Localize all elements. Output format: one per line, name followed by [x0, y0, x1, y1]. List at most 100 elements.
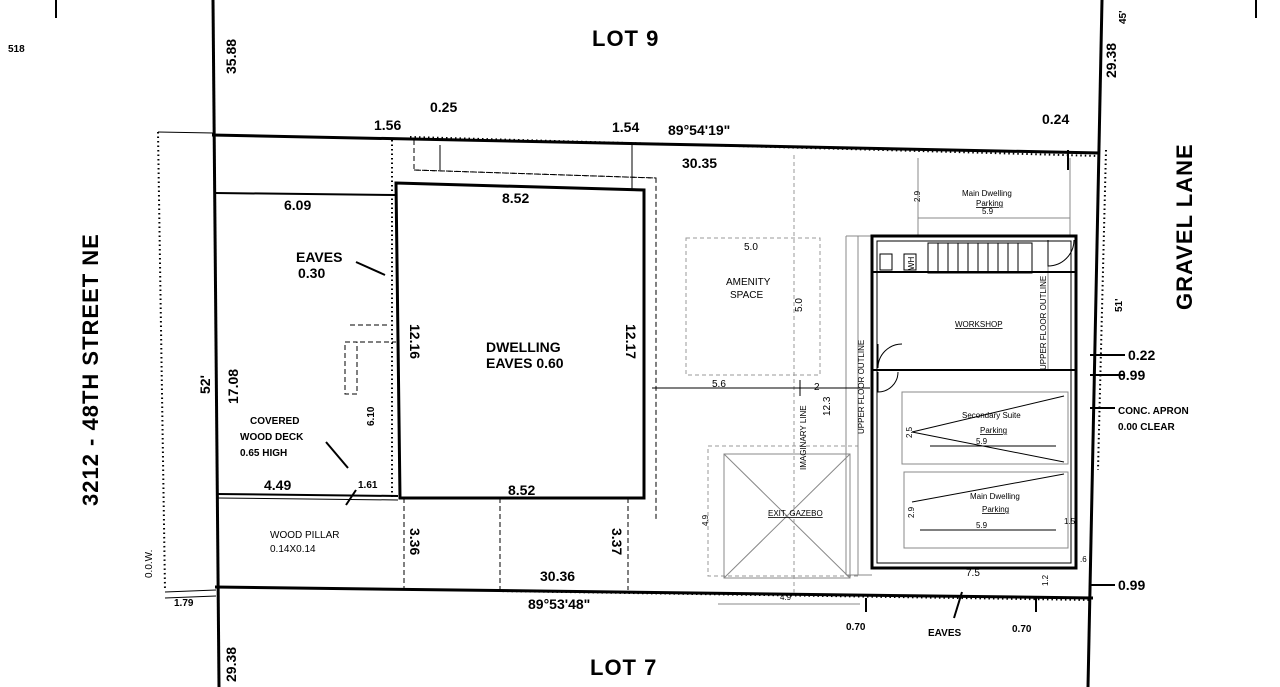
- dim-0-70-b: 0.70: [1012, 624, 1032, 635]
- row-label: 0.0.W.: [144, 550, 155, 578]
- num-518-label: 518: [8, 44, 25, 55]
- conc-apron-label: CONC. APRON: [1118, 406, 1189, 417]
- deck-label-1: COVERED: [250, 416, 299, 427]
- dwelling: [344, 140, 657, 590]
- dim-1-79: 1.79: [174, 598, 194, 609]
- dim-1-2: 1.2: [1041, 574, 1050, 586]
- dim-5-0-h: 5.0: [744, 242, 758, 253]
- garage-outer: [870, 234, 1078, 570]
- door-swing-low: [877, 371, 899, 393]
- dim-29-38-top: 29.38: [1103, 43, 1119, 78]
- dim-12-16: 12.16: [407, 324, 423, 359]
- amenity-space: [685, 237, 821, 376]
- bearing-bot: 89°53'48": [528, 596, 590, 612]
- bottom-property-line: [214, 585, 1094, 600]
- yard-lines: [214, 140, 399, 501]
- imaginary-line-label: IMAGINARY LINE: [799, 405, 808, 470]
- door-swing-mid: [877, 343, 903, 369]
- dwelling-label: DWELLING: [486, 339, 561, 355]
- eaves-label: EAVES: [296, 249, 342, 265]
- suite-parking-label: Secondary Suite: [962, 411, 1021, 420]
- left-dotted-edge: [157, 131, 166, 591]
- right-dotted-edge: [1097, 149, 1107, 471]
- property-lines: [157, 0, 1107, 687]
- dwelling-eaves-label: EAVES 0.60: [486, 355, 564, 371]
- deck-label-2: WOOD DECK: [240, 432, 304, 443]
- dim-2-9-top: 2.9: [913, 190, 922, 202]
- dim-30-35: 30.35: [682, 155, 717, 171]
- dim-7-5: 7.5: [966, 568, 980, 579]
- lot-9-label: LOT 9: [592, 26, 659, 51]
- dim-2-5: 2.5: [905, 426, 914, 438]
- dim-3-36: 3.36: [407, 528, 423, 555]
- gazebo-label: EXIT. GAZEBO: [768, 509, 823, 518]
- dim-5-0-v: 5.0: [794, 298, 805, 312]
- door-swing-top: [1047, 239, 1075, 267]
- suite-parking-label-2: Parking: [980, 426, 1007, 435]
- dim-2: 2: [814, 382, 820, 393]
- eaves-bottom-label: EAVES: [928, 628, 961, 639]
- stair: [927, 242, 1033, 274]
- dim-12-17: 12.17: [623, 324, 639, 359]
- dim-5-9-bot: 5.9: [976, 521, 988, 530]
- dim-2-9-bot: 2.9: [907, 506, 916, 518]
- dim-45: 45': [1118, 10, 1129, 24]
- dim-8-52-bot: 8.52: [508, 482, 535, 498]
- lot-7-label: LOT 7: [590, 655, 657, 680]
- dim-4-9-h: 4.9: [780, 593, 792, 602]
- leaders: [55, 0, 1257, 619]
- dim-0-25: 0.25: [430, 99, 457, 115]
- dim-30-36: 30.36: [540, 568, 575, 584]
- left-property-line: [211, 0, 221, 687]
- top-property-line: [211, 133, 1101, 155]
- pillar-size: 0.14X0.14: [270, 544, 316, 555]
- upper-floor-label-2: UPPER FLOOR OUTLINE: [1039, 276, 1048, 370]
- dim-6: .6: [1080, 555, 1087, 564]
- upper-floor-label-1: UPPER FLOOR OUTLINE: [857, 340, 866, 434]
- dim-51: 51': [1114, 298, 1125, 312]
- dim-4-49: 4.49: [264, 477, 291, 493]
- dim-6-10: 6.10: [366, 406, 377, 426]
- dim-0-22: 0.22: [1128, 347, 1155, 363]
- main-parking-top-label-2: Parking: [976, 199, 1003, 208]
- dim-1-54: 1.54: [612, 119, 639, 135]
- dim-0-70-a: 0.70: [846, 622, 866, 633]
- amenity-label: AMENITY: [726, 277, 771, 288]
- dwelling-footprint: [394, 181, 646, 500]
- guide-lines: [652, 155, 1071, 605]
- dim-52: 52': [197, 375, 213, 394]
- main-parking-bot-label: Main Dwelling: [970, 492, 1020, 501]
- suite-parking-box: [901, 391, 1069, 465]
- dim-0-99-b: 0.99: [1118, 577, 1145, 593]
- amenity-label-2: SPACE: [730, 290, 763, 301]
- dim-1-61: 1.61: [358, 480, 378, 491]
- garage: [870, 234, 1078, 570]
- dim-5-9-mid: 5.9: [976, 437, 988, 446]
- main-parking-top-label: Main Dwelling: [962, 189, 1012, 198]
- dim-4-9-v: 4.9: [701, 514, 710, 526]
- dim-0-24: 0.24: [1042, 111, 1069, 127]
- dim-1-56: 1.56: [374, 117, 401, 133]
- dimension-labels: 35.88 29.38 29.38 1.56 0.25 1.54 89°54'1…: [174, 10, 1155, 682]
- wh-label: WH: [907, 256, 916, 270]
- dim-5-6: 5.6: [712, 379, 726, 390]
- dim-0-99-a: 0.99: [1118, 367, 1145, 383]
- pillar-label: WOOD PILLAR: [270, 530, 339, 541]
- dim-1-5: 1.5: [1064, 517, 1076, 526]
- dim-17-08: 17.08: [225, 369, 241, 404]
- dim-35-88: 35.88: [223, 39, 239, 74]
- eaves-value: 0.30: [298, 265, 325, 281]
- gravel-lane-label: GRAVEL LANE: [1172, 143, 1197, 310]
- dim-12-3: 12.3: [822, 396, 833, 416]
- dim-29-38-bot: 29.38: [223, 647, 239, 682]
- water-heater: [903, 253, 917, 271]
- right-property-line: [1086, 0, 1104, 687]
- utility-box: [879, 253, 893, 271]
- dim-5-9-top: 5.9: [982, 207, 994, 216]
- deck-label-3: 0.65 HIGH: [240, 448, 287, 459]
- bearing-top: 89°54'19": [668, 122, 730, 138]
- street-label: 3212 - 48TH STREET NE: [78, 233, 103, 506]
- deck-step: [344, 341, 358, 395]
- main-parking-box: [903, 471, 1069, 549]
